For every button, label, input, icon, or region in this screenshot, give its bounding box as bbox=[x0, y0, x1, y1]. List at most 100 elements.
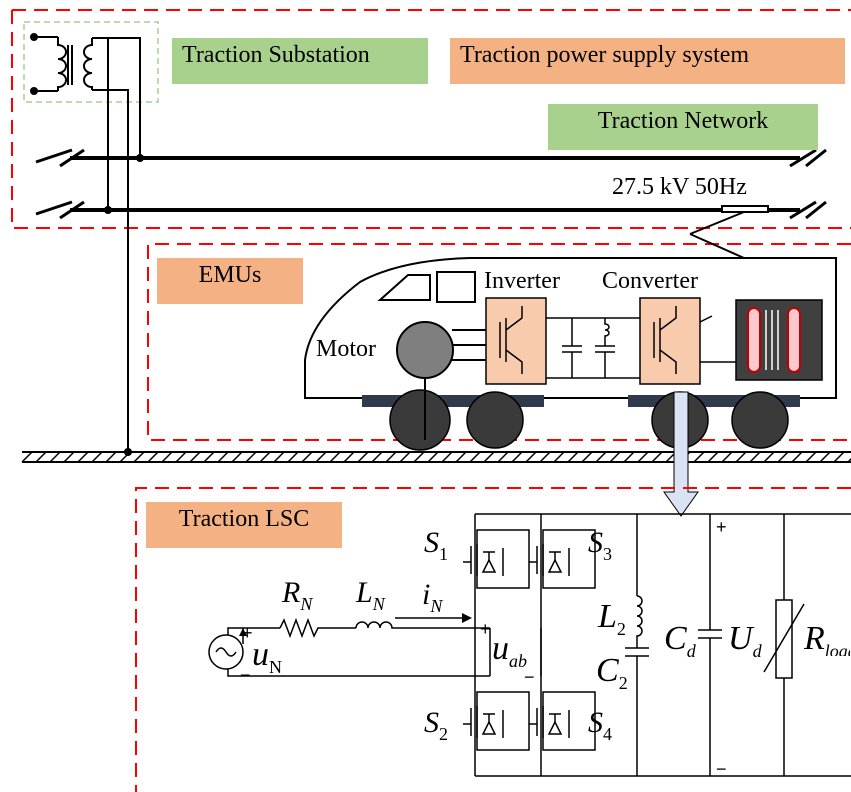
hatch-line bbox=[301, 451, 313, 463]
hatch-line bbox=[77, 451, 89, 463]
motor-label: Motor bbox=[316, 336, 376, 362]
hatch-line bbox=[385, 451, 397, 463]
hatch-line bbox=[595, 451, 607, 463]
hatch-line bbox=[343, 451, 355, 463]
igbt-s1-icon bbox=[463, 529, 530, 589]
ln-label: LN bbox=[356, 576, 385, 614]
ground-hatching bbox=[21, 451, 851, 463]
train-windows bbox=[377, 271, 476, 303]
hatch-line bbox=[35, 451, 47, 463]
catenary-lines bbox=[35, 148, 827, 220]
hatch-line bbox=[721, 451, 733, 463]
converter-module bbox=[639, 297, 701, 385]
power-supply-dashed-box bbox=[11, 9, 851, 229]
hatch-line bbox=[63, 451, 75, 463]
hatch-line bbox=[217, 451, 229, 463]
hatch-line bbox=[147, 451, 159, 463]
hatch-line bbox=[357, 451, 369, 463]
transformer-icon bbox=[30, 33, 141, 450]
hatch-line bbox=[329, 451, 341, 463]
hatch-line bbox=[273, 451, 285, 463]
hatch-line bbox=[133, 451, 145, 463]
lsc-dashed-box bbox=[135, 487, 851, 792]
ud-plus-sign: + bbox=[716, 517, 727, 537]
hatch-line bbox=[749, 451, 761, 463]
current-arrow-head bbox=[462, 613, 472, 623]
s3-label: S3 bbox=[588, 526, 612, 564]
transformer-coils bbox=[747, 307, 801, 373]
hatch-line bbox=[91, 451, 103, 463]
hatch-line bbox=[805, 451, 817, 463]
hatch-line bbox=[189, 451, 201, 463]
hatch-line bbox=[567, 451, 579, 463]
inverter-label: Inverter bbox=[484, 268, 560, 294]
ud-label: Ud bbox=[728, 620, 762, 661]
hatch-line bbox=[161, 451, 173, 463]
traction-lsc-label: Traction LSC bbox=[146, 502, 342, 548]
rload-label: Rload bbox=[804, 622, 850, 656]
hatch-line bbox=[455, 451, 467, 463]
un-label: uN bbox=[252, 636, 282, 677]
hatch-line bbox=[763, 451, 775, 463]
s2-label: S2 bbox=[424, 706, 448, 744]
hatch-line bbox=[203, 451, 215, 463]
hatch-line bbox=[287, 451, 299, 463]
hatch-line bbox=[21, 451, 33, 463]
hatch-line bbox=[119, 451, 131, 463]
hatch-line bbox=[511, 451, 523, 463]
uab-plus-sign: + bbox=[480, 619, 491, 639]
hatch-line bbox=[609, 451, 621, 463]
c2-label: C2 bbox=[596, 652, 628, 693]
power-supply-system-label: Traction power supply system bbox=[450, 38, 845, 84]
hatch-line bbox=[693, 451, 705, 463]
emus-label: EMUs bbox=[157, 258, 303, 304]
voltage-label: 27.5 kV 50Hz bbox=[612, 174, 747, 200]
hatch-line bbox=[847, 457, 851, 463]
hatch-line bbox=[707, 451, 719, 463]
igbt-s2-icon bbox=[463, 691, 530, 751]
l2-label: L2 bbox=[598, 598, 626, 639]
hatch-line bbox=[441, 451, 453, 463]
hatch-line bbox=[259, 451, 271, 463]
hatch-line bbox=[539, 451, 551, 463]
hatch-line bbox=[483, 451, 495, 463]
source-arrow-head bbox=[239, 628, 247, 636]
hatch-line bbox=[413, 451, 425, 463]
hatch-line bbox=[497, 451, 509, 463]
converter-label: Converter bbox=[602, 268, 698, 294]
igbt-s4-icon bbox=[529, 691, 596, 751]
source-plus-sign: + bbox=[242, 623, 253, 643]
substation-dashed-box bbox=[23, 21, 159, 103]
hatch-line bbox=[175, 451, 187, 463]
igbt-s3-icon bbox=[529, 529, 596, 589]
hatch-line bbox=[371, 451, 383, 463]
hatch-line bbox=[553, 451, 565, 463]
traction-substation-label: Traction Substation bbox=[172, 38, 428, 84]
s4-label: S4 bbox=[588, 706, 612, 744]
hatch-line bbox=[777, 451, 789, 463]
ud-minus-sign: − bbox=[716, 759, 727, 779]
hatch-line bbox=[819, 451, 831, 463]
detail-arrow bbox=[663, 391, 699, 517]
igbt-switches bbox=[463, 529, 596, 751]
lsc-circuit bbox=[208, 513, 851, 777]
hatch-line bbox=[735, 451, 747, 463]
hatch-line bbox=[231, 451, 243, 463]
source-minus-sign: − bbox=[240, 665, 251, 685]
cd-label: Cd bbox=[664, 620, 696, 661]
hatch-line bbox=[623, 451, 635, 463]
hatch-line bbox=[791, 451, 803, 463]
hatch-line bbox=[49, 451, 61, 463]
hatch-line bbox=[399, 451, 411, 463]
hatch-line bbox=[651, 451, 663, 463]
motor-icon bbox=[396, 321, 454, 379]
hatch-line bbox=[581, 451, 593, 463]
hatch-line bbox=[469, 451, 481, 463]
traction-network-label: Traction Network bbox=[548, 104, 818, 150]
rn-label: RN bbox=[282, 576, 313, 614]
uab-minus-sign: − bbox=[524, 667, 535, 687]
hatch-line bbox=[315, 451, 327, 463]
hatch-line bbox=[105, 451, 117, 463]
pantograph-icon bbox=[689, 205, 769, 263]
